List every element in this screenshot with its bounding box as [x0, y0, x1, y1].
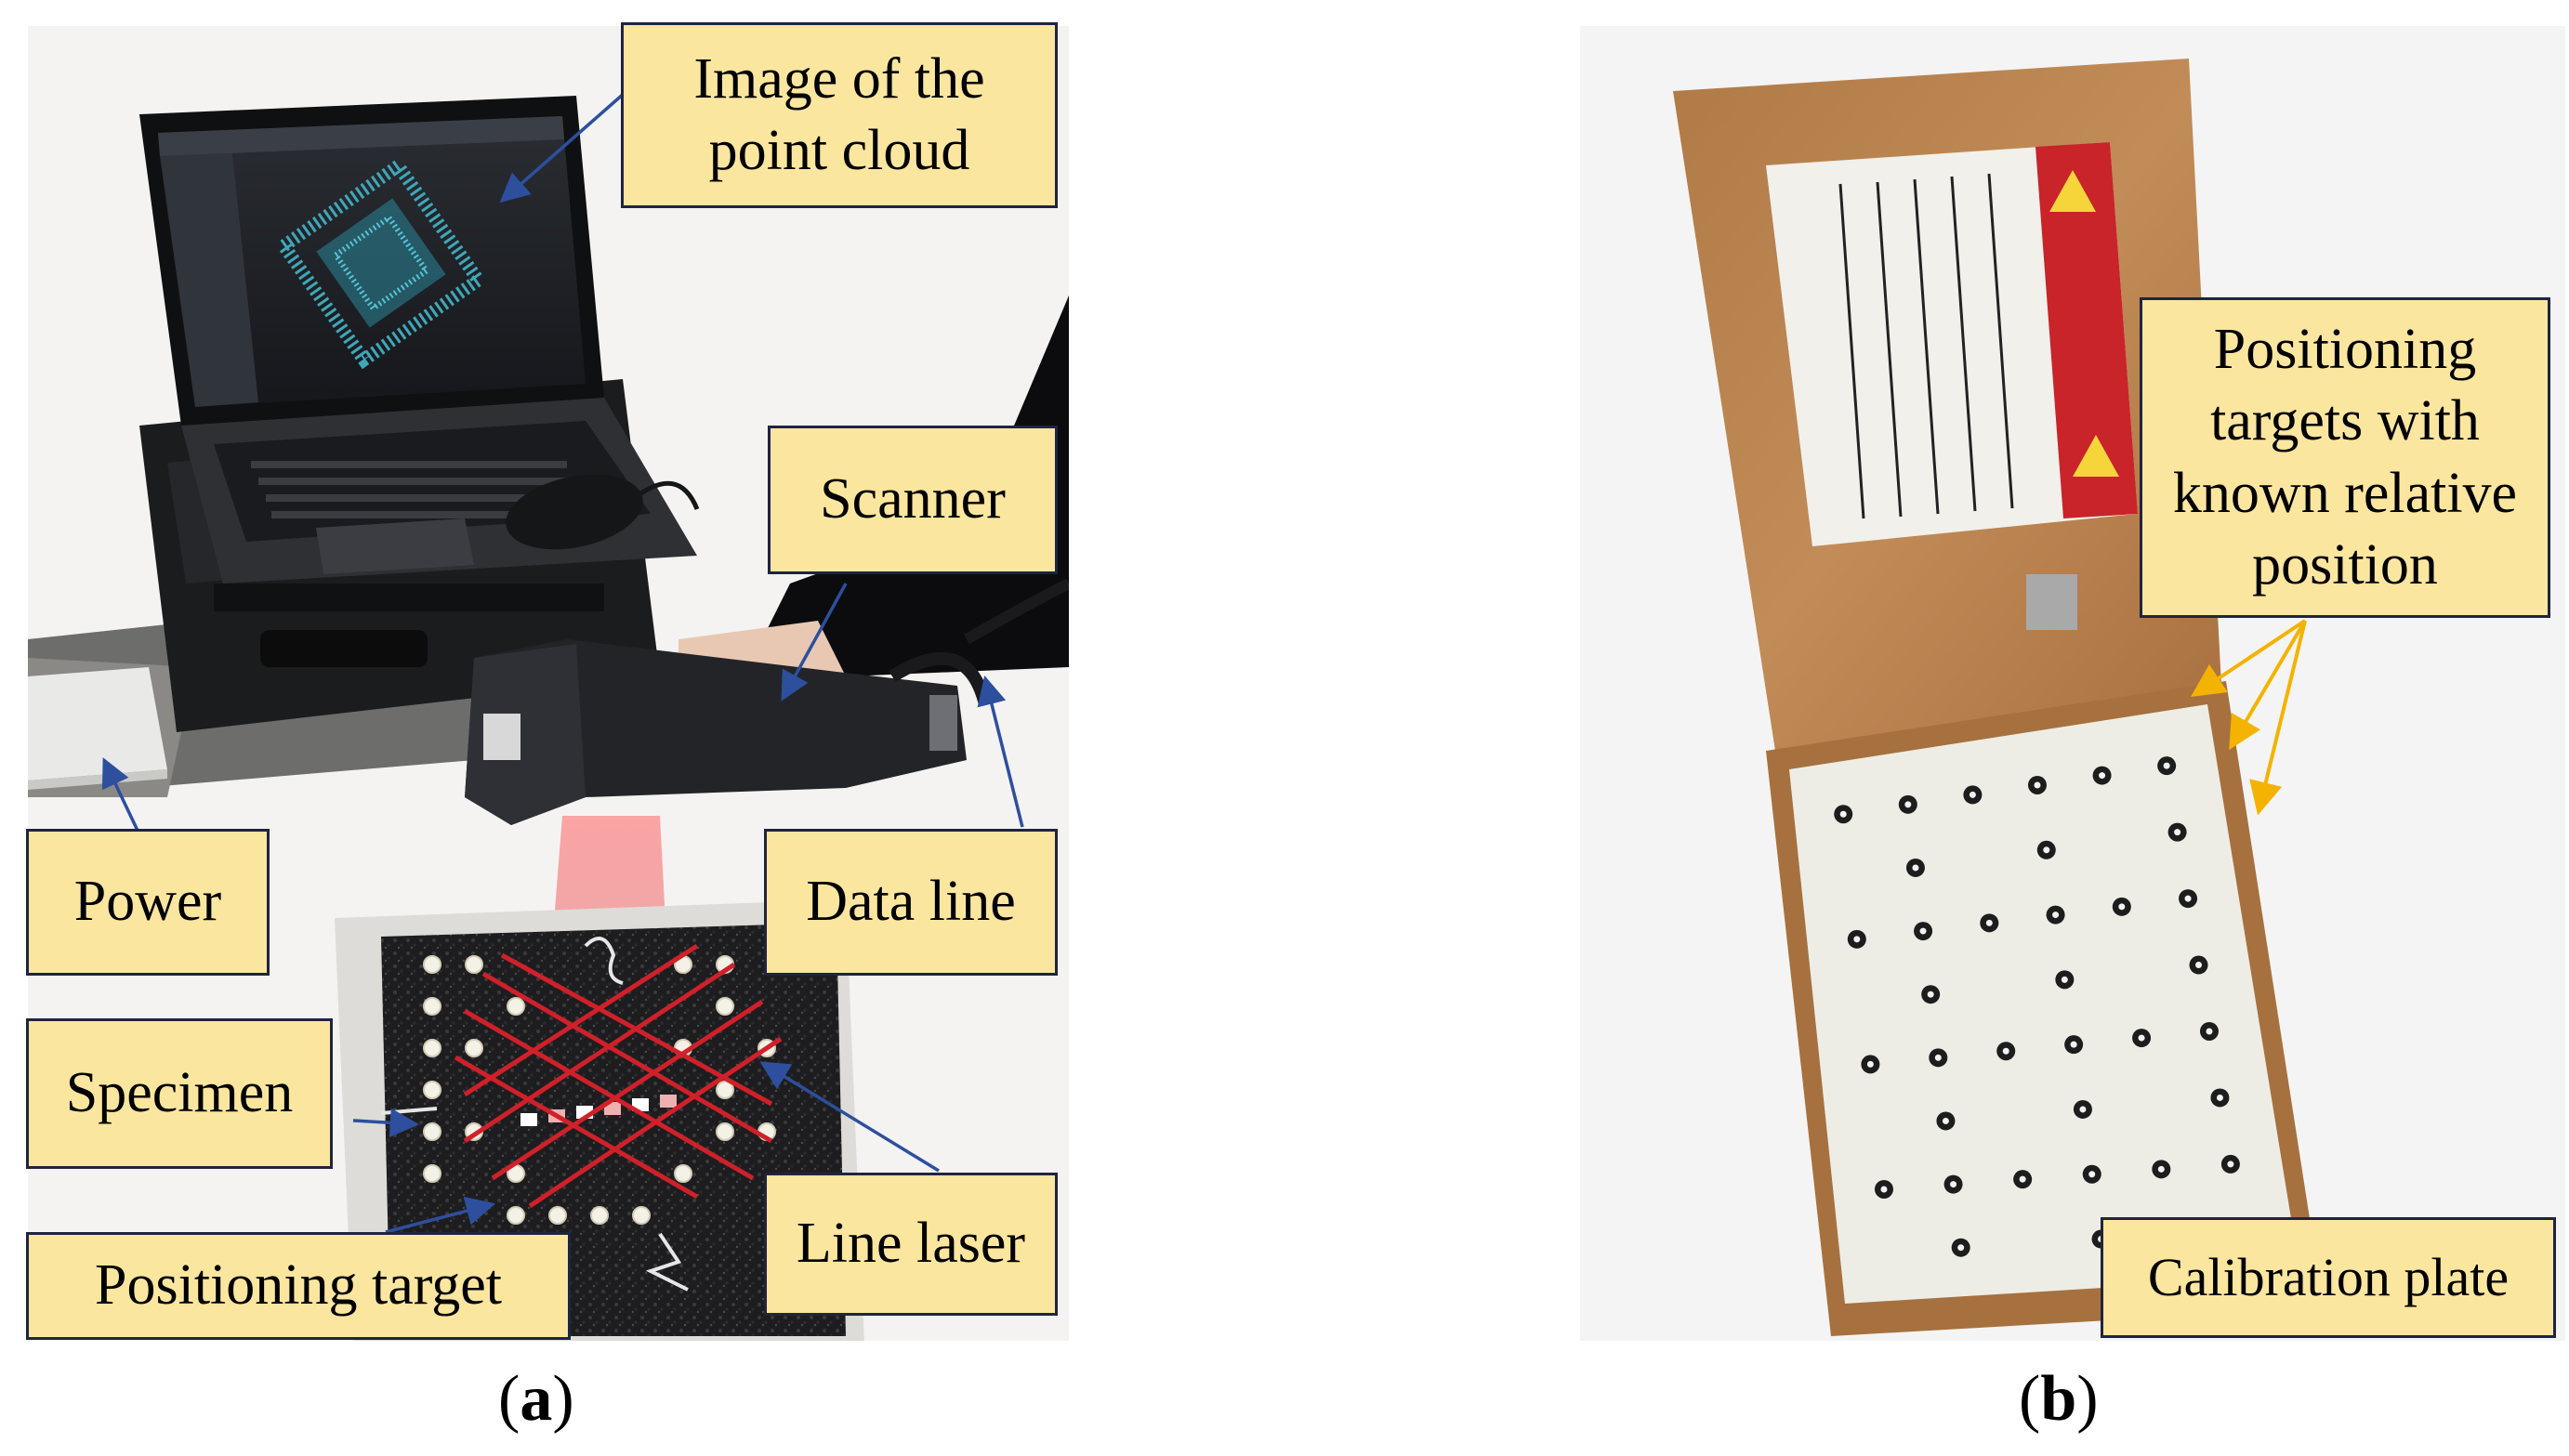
touchpad	[316, 518, 474, 574]
point-cloud-image	[274, 156, 488, 370]
label-specimen: Specimen	[26, 1018, 333, 1169]
warning-sticker	[1766, 142, 2138, 546]
caption-a: (a)	[498, 1363, 574, 1435]
power-bank	[28, 667, 167, 780]
label-power: Power	[26, 829, 270, 976]
mouse	[506, 474, 643, 550]
sleeve	[762, 295, 1069, 676]
photo-panel-b	[1580, 26, 2565, 1341]
caption-b: (b)	[2019, 1363, 2099, 1435]
label-data-line: Data line	[764, 829, 1058, 976]
calibration-plate-photo	[1673, 59, 2324, 1336]
label-scanner: Scanner	[768, 426, 1058, 574]
laser-lines	[454, 943, 783, 1209]
data-cable	[964, 578, 1069, 645]
calibration-plate	[1789, 704, 2300, 1304]
photo-panel-a	[28, 26, 1069, 1341]
laptop	[139, 96, 700, 584]
label-positioning-targets: Positioning targets with known relative …	[2140, 297, 2550, 618]
scanner-setup-photo	[28, 96, 1069, 1341]
label-calibration-plate: Calibration plate	[2101, 1217, 2556, 1338]
serial-tag	[2026, 574, 2077, 630]
label-line-laser: Line laser	[764, 1173, 1058, 1316]
label-point-cloud: Image of the point cloud	[621, 22, 1058, 208]
label-positioning-target: Positioning target	[26, 1232, 571, 1340]
